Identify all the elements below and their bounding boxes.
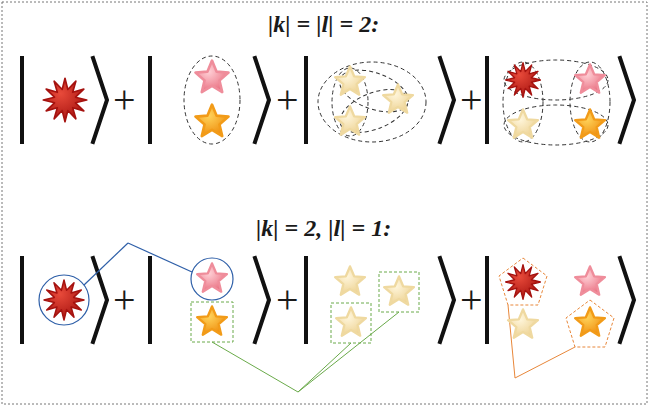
plus-sign: + (113, 80, 136, 120)
plus-sign: + (276, 280, 299, 320)
plus-sign: + (460, 280, 483, 320)
plus-sign: + (460, 80, 483, 120)
plus-sign: + (113, 280, 136, 320)
section-heading: |k| = 2, |l| = 1: (256, 215, 391, 242)
section-heading: |k| = |l| = 2: (268, 11, 379, 38)
plus-sign: + (276, 80, 299, 120)
